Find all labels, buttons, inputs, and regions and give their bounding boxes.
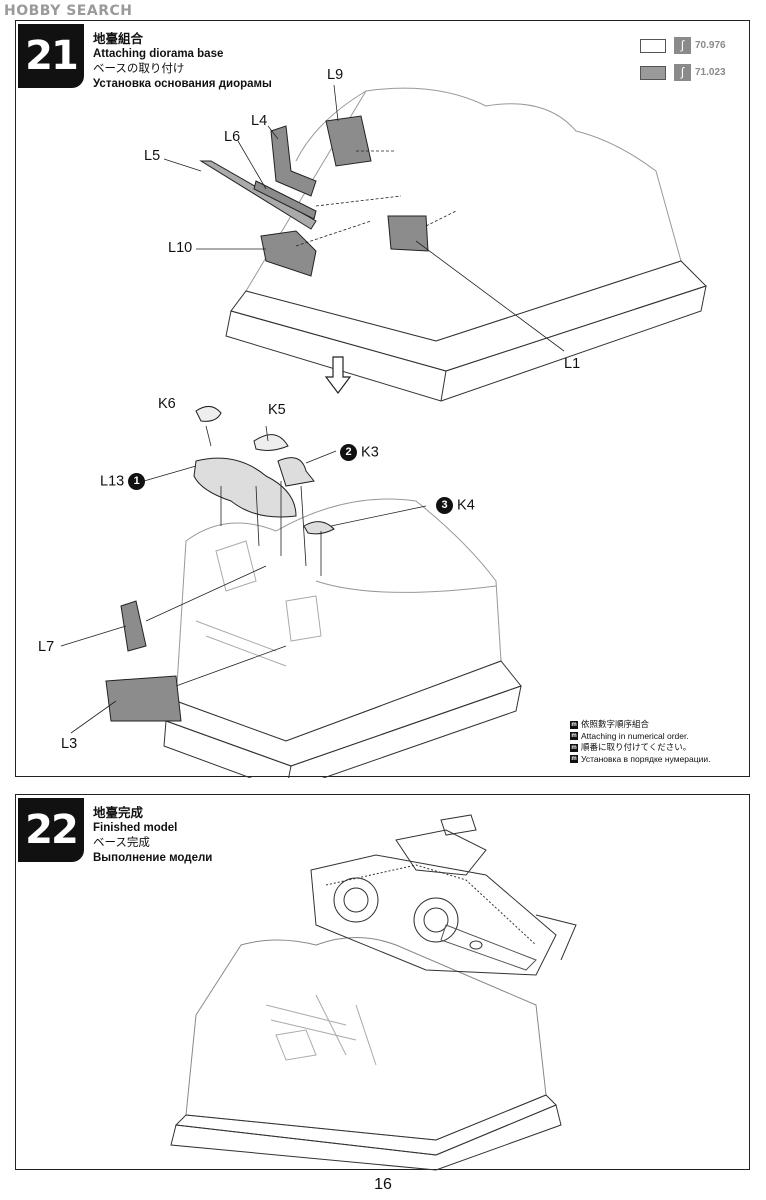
- language-icon: m: [570, 732, 578, 741]
- step-21-title-en: Attaching diorama base: [93, 48, 224, 60]
- paint-row-gray: ∫ 71.023: [640, 64, 733, 81]
- part-l7: [120, 600, 147, 652]
- part-l5: [199, 160, 317, 230]
- paint-swatch-white: [640, 38, 666, 53]
- label-l10: L10: [168, 240, 193, 256]
- label-l13-text: L13: [100, 473, 125, 490]
- part-l4: [270, 125, 317, 197]
- leader-lines: [60, 84, 565, 734]
- step-22-title-en: Finished model: [93, 822, 178, 834]
- label-l1: L1: [564, 356, 581, 372]
- step-21-panel: 21 地臺組合 Attaching diorama base ベースの取り付け …: [15, 20, 750, 778]
- label-k5: K5: [268, 402, 286, 418]
- note-zh-text: 依照數字順序組合: [581, 719, 650, 729]
- order-badge-2: 2: [340, 444, 357, 461]
- hobby-search-watermark: HOBBY SEARCH: [4, 3, 133, 19]
- step-21-title-zh: 地臺組合: [93, 32, 144, 46]
- step-22-titles: 地臺完成 Finished model ベース完成 Выполнение мод…: [93, 806, 212, 866]
- language-icon: m: [570, 743, 578, 752]
- step-21-drawing: [60, 84, 707, 778]
- lower-diorama-base: [163, 498, 522, 778]
- tank-drawing: [310, 814, 577, 976]
- order-badge-3: 3: [436, 497, 453, 514]
- step-22-title-zh: 地臺完成: [93, 806, 144, 820]
- label-k3-text: K3: [361, 444, 379, 461]
- label-k6: K6: [158, 396, 176, 412]
- paint-code-white: 70.976: [695, 40, 726, 51]
- label-l13: L13 1: [100, 473, 146, 490]
- label-l4: L4: [251, 113, 268, 129]
- part-k5: [253, 434, 289, 451]
- part-l3: [105, 675, 182, 722]
- brush-icon: ∫: [674, 37, 691, 54]
- label-k3: 2 K3: [340, 444, 379, 461]
- note-ja-text: 順番に取り付けてください。: [581, 742, 692, 752]
- language-icon: m: [570, 755, 578, 764]
- step-22-number: 22: [18, 798, 84, 862]
- upper-diorama-base: [225, 87, 707, 402]
- note-ru-text: Установка в порядке нумерации.: [581, 753, 711, 764]
- finished-model-drawing: [170, 814, 577, 1171]
- label-k4-text: K4: [457, 497, 475, 514]
- part-k6: [195, 406, 222, 422]
- step-21-titles: 地臺組合 Attaching diorama base ベースの取り付け Уст…: [93, 32, 272, 92]
- page-number: 16: [374, 1176, 392, 1193]
- note-en-text: Attaching in numerical order.: [581, 730, 689, 741]
- brush-icon: ∫: [674, 64, 691, 81]
- paint-swatch-gray: [640, 65, 666, 80]
- paint-code-gray: 71.023: [695, 67, 726, 78]
- gray-parts: [105, 115, 429, 722]
- part-l6: [253, 180, 317, 220]
- part-k4: [303, 521, 335, 535]
- paint-legend: ∫ 70.976 ∫ 71.023: [640, 37, 733, 91]
- language-icon: m: [570, 720, 578, 729]
- label-l6: L6: [224, 129, 241, 145]
- step-21-title-ja: ベースの取り付け: [93, 63, 185, 75]
- label-l7: L7: [38, 639, 55, 655]
- finished-diorama-base: [170, 937, 562, 1171]
- label-l5: L5: [144, 148, 161, 164]
- label-l9: L9: [327, 67, 344, 83]
- label-k4: 3 K4: [436, 497, 475, 514]
- step-22-title-ja: ベース完成: [93, 837, 150, 849]
- rock-parts: [193, 406, 335, 535]
- order-badge-1: 1: [128, 473, 146, 490]
- step-21-title-ru: Установка основания диорамы: [93, 78, 272, 90]
- step-22-title-ru: Выполнение модели: [93, 852, 213, 864]
- step-21-number: 21: [18, 24, 84, 88]
- part-l10: [260, 230, 317, 277]
- part-k3: [277, 457, 315, 487]
- step-22-panel: 22 地臺完成 Finished model ベース完成 Выполнение …: [15, 794, 750, 1171]
- paint-row-white: ∫ 70.976: [640, 37, 733, 54]
- part-l9: [325, 115, 372, 167]
- part-l13: [193, 457, 297, 518]
- down-arrow-icon: [324, 356, 352, 394]
- label-l3: L3: [61, 736, 78, 752]
